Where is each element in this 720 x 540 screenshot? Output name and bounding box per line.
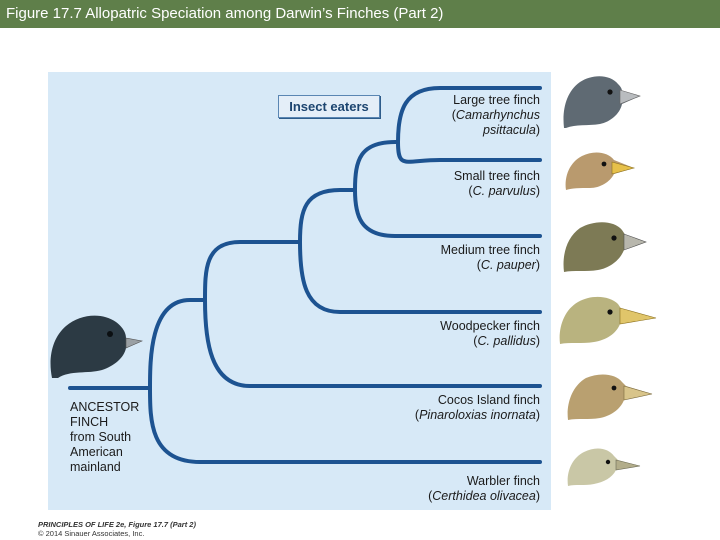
- medium-tree-finch-icon: [563, 222, 647, 272]
- branch-to-large: [396, 86, 542, 144]
- large-tree-finch-icon: [563, 76, 641, 128]
- branch-split-1: [148, 298, 207, 390]
- figure-title: Figure 17.7 Allopatric Speciation among …: [0, 0, 720, 28]
- cocos-island-finch-icon: [567, 374, 653, 420]
- branch-to-warbler: [148, 386, 542, 464]
- warbler-finch-icon: [567, 448, 641, 486]
- ancestor-finch-icon: [50, 315, 144, 378]
- ancestor-label: ANCESTOR FINCH from South American mainl…: [70, 400, 140, 474]
- branch-to-woodpecker: [298, 240, 542, 314]
- small-tree-finch-icon: [565, 152, 636, 190]
- label-warbler-finch: Warbler finch (Certhidea olivacea): [428, 474, 540, 503]
- label-small-tree-finch: Small tree finch (C. parvulus): [453, 169, 540, 198]
- insect-eaters-badge: Insect eaters: [278, 95, 380, 118]
- branch-to-cocos: [203, 298, 542, 388]
- label-woodpecker-finch: Woodpecker finch (C. pallidus): [440, 319, 540, 348]
- label-large-tree-finch: Large tree finch (Camarhynchus psittacul…: [451, 93, 540, 137]
- figure-credit: PRINCIPLES OF LIFE 2e, Figure 17.7 (Part…: [38, 520, 196, 538]
- branch-split-2: [203, 240, 302, 302]
- diagram-panel: [48, 72, 551, 510]
- branch-to-medium: [353, 188, 542, 238]
- branch-split-3: [298, 188, 357, 244]
- label-cocos-island-finch: Cocos Island finch (Pinaroloxias inornat…: [414, 393, 540, 422]
- woodpecker-finch-icon: [559, 296, 657, 344]
- branch-to-small: [396, 140, 542, 164]
- branch-split-4: [353, 140, 400, 192]
- label-medium-tree-finch: Medium tree finch (C. pauper): [440, 243, 540, 272]
